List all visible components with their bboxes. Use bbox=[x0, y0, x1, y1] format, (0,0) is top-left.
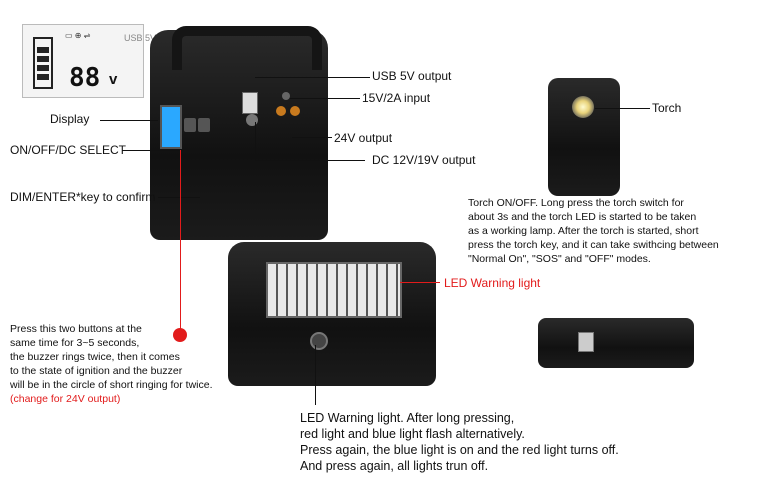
label-dim-enter: DIM/ENTER*key to confirm bbox=[10, 190, 156, 204]
led-array bbox=[266, 262, 402, 318]
led-note-line: LED Warning light. After long pressing, bbox=[300, 411, 515, 425]
onoff-button[interactable] bbox=[184, 118, 196, 132]
buttons-note: Press this two buttons at the same time … bbox=[10, 322, 240, 406]
torch-note: Torch ON/OFF. Long press the torch switc… bbox=[468, 196, 764, 266]
led-note-line: red light and blue light flash alternati… bbox=[300, 427, 525, 441]
red-leader-buttons bbox=[180, 150, 181, 330]
leader-dc-v bbox=[255, 122, 256, 160]
buttons-note-line: to the state of ignition and the buzzer bbox=[10, 365, 183, 377]
dc-port bbox=[246, 114, 258, 126]
leader-led-note bbox=[315, 345, 316, 405]
torch-side-device bbox=[538, 318, 694, 368]
led-note-line: Press again, the blue light is on and th… bbox=[300, 443, 619, 457]
leader-torch bbox=[595, 108, 650, 109]
output-24v-port bbox=[276, 106, 286, 116]
buttons-note-line: will be in the circle of short ringing f… bbox=[10, 379, 213, 391]
carry-handle bbox=[172, 26, 322, 70]
leader-display bbox=[100, 120, 158, 121]
red-marker-dot bbox=[173, 328, 187, 342]
torch-lens-icon bbox=[572, 96, 594, 118]
lcd-icons-row: ▭ ⊕ ⇌ bbox=[65, 31, 91, 40]
leader-usb bbox=[255, 77, 370, 78]
usb-port bbox=[242, 92, 258, 114]
label-15v-input: 15V/2A input bbox=[362, 91, 431, 105]
leader-dc bbox=[255, 160, 365, 161]
led-light-device bbox=[228, 242, 436, 386]
led-note: LED Warning light. After long pressing, … bbox=[300, 410, 619, 474]
lcd-usb-label: USB 5V bbox=[124, 33, 157, 43]
label-24v-output: 24V output bbox=[334, 131, 393, 145]
red-leader-led bbox=[400, 282, 440, 283]
led-warning-button[interactable] bbox=[310, 332, 328, 350]
input-15v-port bbox=[282, 92, 290, 100]
led-note-line: And press again, all lights trun off. bbox=[300, 459, 489, 473]
torch-device bbox=[548, 78, 620, 196]
lcd-unit: v bbox=[109, 71, 118, 88]
torch-note-line: about 3s and the torch LED is started to… bbox=[468, 211, 697, 223]
label-torch: Torch bbox=[652, 101, 682, 115]
display-screen bbox=[160, 105, 182, 149]
torch-note-line: Torch ON/OFF. Long press the torch switc… bbox=[468, 197, 684, 209]
leader-dim bbox=[158, 197, 200, 198]
leader-onoff bbox=[122, 150, 184, 151]
buttons-note-line: the buzzer rings twice, then it comes bbox=[10, 351, 180, 363]
leader-24v bbox=[292, 137, 332, 138]
label-dc-output: DC 12V/19V output bbox=[372, 153, 476, 167]
power-station-body bbox=[150, 26, 328, 240]
battery-icon bbox=[33, 37, 53, 89]
buttons-note-line: Press this two buttons at the bbox=[10, 323, 142, 335]
buttons-note-red: (change for 24V output) bbox=[10, 393, 121, 405]
dim-enter-button[interactable] bbox=[198, 118, 210, 132]
torch-note-line: as a working lamp. After the torch is st… bbox=[468, 225, 699, 237]
leader-15v bbox=[290, 98, 360, 99]
lcd-panel: ▭ ⊕ ⇌ 88 v bbox=[22, 24, 144, 98]
label-led-warning: LED Warning light bbox=[444, 276, 541, 290]
torch-note-line: "Normal On", "SOS" and "OFF" modes. bbox=[468, 253, 651, 265]
label-onoff-dc-select: ON/OFF/DC SELECT bbox=[10, 143, 127, 157]
label-display: Display bbox=[50, 112, 90, 126]
buttons-note-line: same time for 3~5 seconds, bbox=[10, 337, 140, 349]
torch-switch[interactable] bbox=[578, 332, 594, 352]
torch-note-line: press the torch key, and it can take swi… bbox=[468, 239, 719, 251]
label-usb-output: USB 5V output bbox=[372, 69, 452, 83]
output-24v-port-2 bbox=[290, 106, 300, 116]
lcd-reading: 88 bbox=[69, 63, 101, 93]
